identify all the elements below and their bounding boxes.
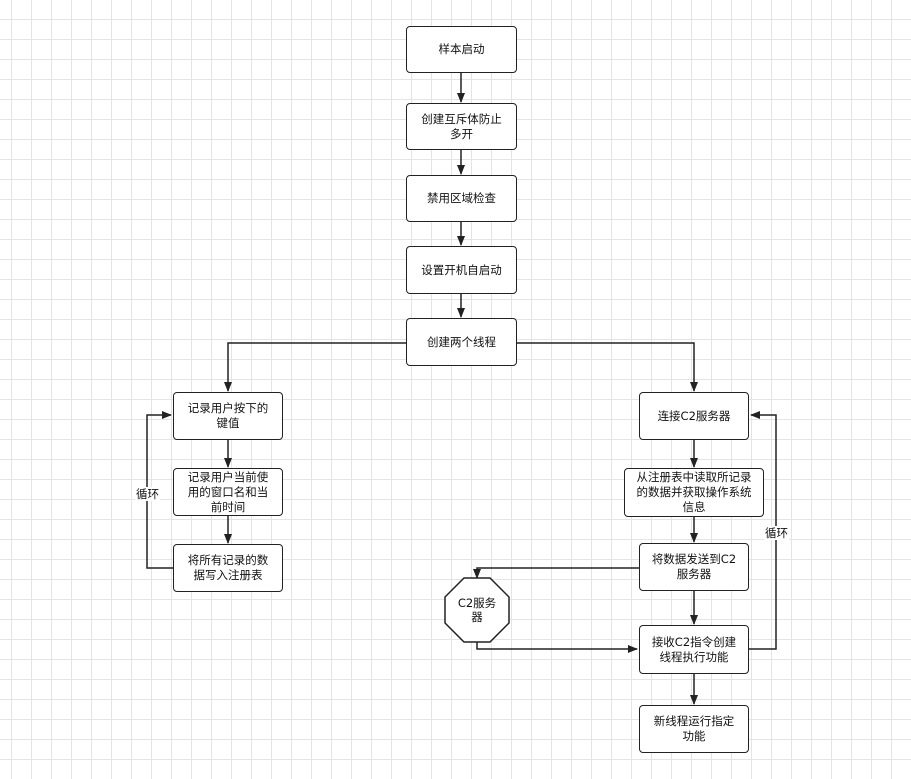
node-c2-server[interactable]: C2服务 器 (457, 596, 497, 624)
edge-send-to-c2 (473, 567, 639, 579)
node-record-keys[interactable]: 记录用户按下的 键值 (173, 392, 283, 440)
node-recv-cmd[interactable]: 接收C2指令创建 线程执行功能 (639, 625, 749, 674)
node-two-threads[interactable]: 创建两个线程 (406, 318, 517, 366)
node-send-data[interactable]: 将数据发送到C2 服务器 (639, 543, 749, 591)
edge-threads-to-right (516, 342, 698, 392)
node-region-check[interactable]: 禁用区域检查 (406, 175, 517, 222)
node-create-mutex[interactable]: 创建互斥体防止 多开 (406, 103, 517, 150)
node-autostart[interactable]: 设置开机自启动 (406, 246, 517, 294)
node-sample-start[interactable]: 样本启动 (406, 26, 517, 73)
node-record-window[interactable]: 记录用户当前使 用的窗口名和当 前时间 (173, 468, 283, 516)
node-read-registry[interactable]: 从注册表中读取所记录 的数据并获取操作系统 信息 (624, 468, 764, 517)
label-loop-right: 循环 (764, 526, 789, 540)
node-new-thread[interactable]: 新线程运行指定 功能 (639, 705, 749, 753)
c2-server-octagon (444, 577, 510, 643)
edge-c2-to-recv (476, 640, 638, 653)
label-loop-left: 循环 (135, 487, 160, 501)
node-connect-c2[interactable]: 连接C2服务器 (639, 392, 749, 440)
node-write-registry[interactable]: 将所有记录的数 据写入注册表 (173, 544, 283, 592)
edge-threads-to-left (224, 342, 406, 392)
